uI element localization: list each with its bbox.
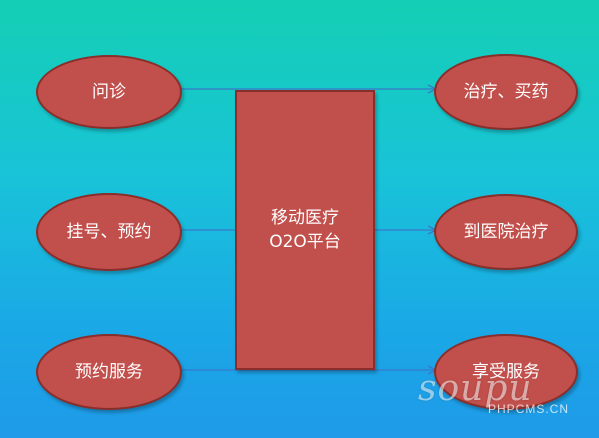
left-node-label: 挂号、预约 <box>66 222 152 242</box>
watermark-logo: soupu <box>418 368 533 409</box>
right-node-enjoy-service: 享受服务 <box>434 334 578 410</box>
left-node-label: 问诊 <box>92 82 126 102</box>
left-node-consultation: 问诊 <box>36 55 182 129</box>
center-platform-label: 移动医疗O2O平台 <box>269 208 341 252</box>
left-node-appointment-service: 预约服务 <box>36 334 182 410</box>
left-node-registration: 挂号、预约 <box>36 193 182 271</box>
right-node-label: 治疗、买药 <box>463 82 549 102</box>
center-platform-box: 移动医疗O2O平台 <box>235 90 375 370</box>
right-node-label: 到医院治疗 <box>463 222 549 242</box>
left-node-label: 预约服务 <box>75 362 143 382</box>
right-node-treatment-medicine: 治疗、买药 <box>434 54 578 130</box>
watermark-site: PHPCMS.CN <box>488 402 570 416</box>
right-node-label: 享受服务 <box>472 362 540 382</box>
right-node-hospital-treatment: 到医院治疗 <box>434 194 578 270</box>
